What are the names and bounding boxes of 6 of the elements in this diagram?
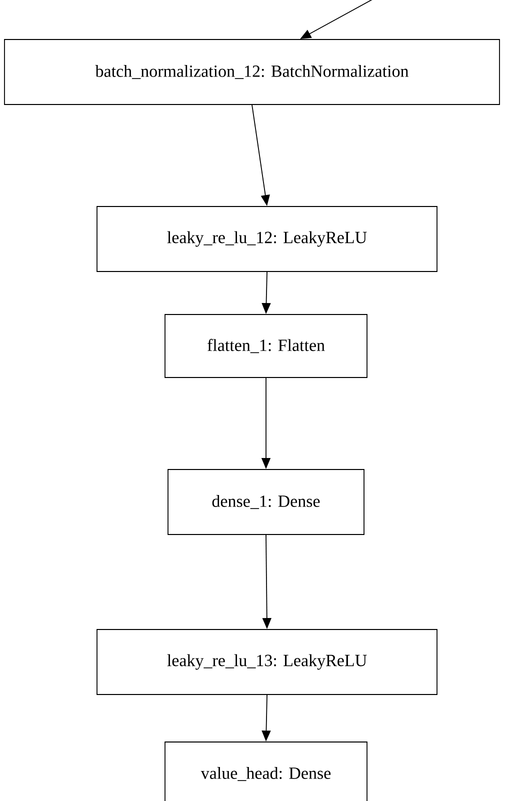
layer-box: leaky_re_lu_13: LeakyReLU [96, 629, 438, 695]
layer-box: value_head: Dense [164, 742, 368, 801]
layer-box: batch_normalization_12: BatchNormalization [4, 39, 500, 105]
layer-box: flatten_1: Flatten [164, 314, 368, 378]
layer-box: dense_1: Dense [168, 469, 364, 535]
layer-box: leaky_re_lu_12: LeakyReLU [96, 206, 438, 272]
